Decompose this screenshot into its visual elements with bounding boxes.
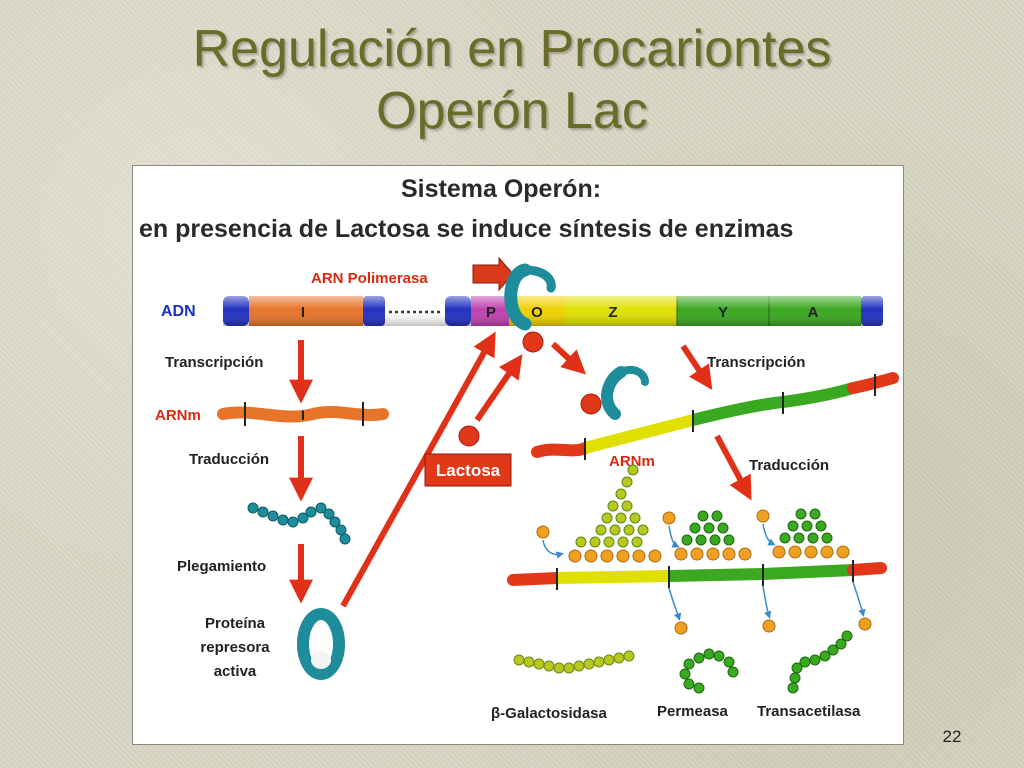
left-mrna-strand <box>217 402 389 426</box>
lactose-bound-icon <box>522 331 544 353</box>
title-line-2: Operón Lac <box>376 82 648 140</box>
amino-acid-arrows <box>542 523 866 621</box>
released-repressor-icon <box>580 365 649 420</box>
gene-a-label: A <box>808 304 819 321</box>
inactive-repressor-on-operator-icon <box>504 263 556 353</box>
left-mrna-segment-label: I <box>301 407 305 423</box>
transacetylase-chain-icon <box>787 630 853 694</box>
dna-strand: I P O Z Y A <box>223 296 883 326</box>
gene-y-label: Y <box>718 304 728 321</box>
galactosidase-chain-icon <box>513 650 635 674</box>
left-mrna-label: ARNm <box>155 407 201 424</box>
gene-i-label: I <box>301 304 305 321</box>
dna-label: ADN <box>161 303 196 320</box>
free-amino-acids <box>536 509 872 635</box>
right-translation-label: Traducción <box>749 457 829 474</box>
repressor-label-line-3: activa <box>214 663 257 680</box>
gene-z-label: Z <box>608 304 617 321</box>
lac-operon-diagram: Sistema Operón: en presencia de Lactosa … <box>132 165 904 745</box>
polypeptide-chain-icon <box>247 502 351 545</box>
repressor-to-operator-arrow <box>340 331 496 608</box>
diagram-heading-line-2: en presencia de Lactosa se induce síntes… <box>139 215 793 243</box>
transacetylase-label: Transacetilasa <box>757 703 861 720</box>
rna-polymerase-icon <box>472 256 514 292</box>
lactose-label-box <box>424 453 512 487</box>
permease-label: Permeasa <box>657 703 729 720</box>
right-mrna-label: ARNm <box>609 453 655 470</box>
page-number: 22 <box>942 727 962 746</box>
lactose-molecule-icon <box>458 425 480 447</box>
ribosome-tyrosine-cluster-3 <box>772 545 850 559</box>
translation-mrna-strand <box>507 560 887 590</box>
polypeptide-cluster-permease <box>681 510 735 546</box>
ribosome-tyrosine-cluster-2 <box>674 547 752 561</box>
polypeptide-cluster-galactosidase <box>575 464 649 548</box>
release-arrow <box>550 341 587 375</box>
left-transcription-label: Transcripción <box>165 354 263 371</box>
promoter-label: P <box>486 304 496 321</box>
diagram-heading-line-1: Sistema Operón: <box>401 175 601 203</box>
operator-label: O <box>531 304 543 321</box>
right-transcription-label: Transcripción <box>707 354 805 371</box>
rna-polymerase-label: ARN Polimerasa <box>311 270 428 287</box>
polypeptide-cluster-transacetylase <box>779 508 833 544</box>
galactosidase-label: β-Galactosidasa <box>491 705 608 722</box>
repressor-label-line-1: Proteína <box>205 615 266 632</box>
slide-title: Regulación en Procariontes Operón Lac <box>0 18 1024 142</box>
permease-chain-icon <box>679 648 739 694</box>
lactose-label: Lactosa <box>436 461 501 480</box>
lactose-to-repressor-arrow <box>474 354 523 422</box>
active-repressor-protein-icon <box>297 608 345 680</box>
right-translation-arrow <box>714 434 752 501</box>
right-mrna-strand <box>531 372 899 460</box>
right-transcription-arrow <box>680 344 713 390</box>
left-translation-label: Traducción <box>189 451 269 468</box>
folding-label: Plegamiento <box>177 558 266 575</box>
ribosome-tyrosine-cluster-1 <box>568 549 662 563</box>
repressor-label-line-2: represora <box>200 639 270 656</box>
title-line-1: Regulación en Procariontes <box>192 20 832 78</box>
